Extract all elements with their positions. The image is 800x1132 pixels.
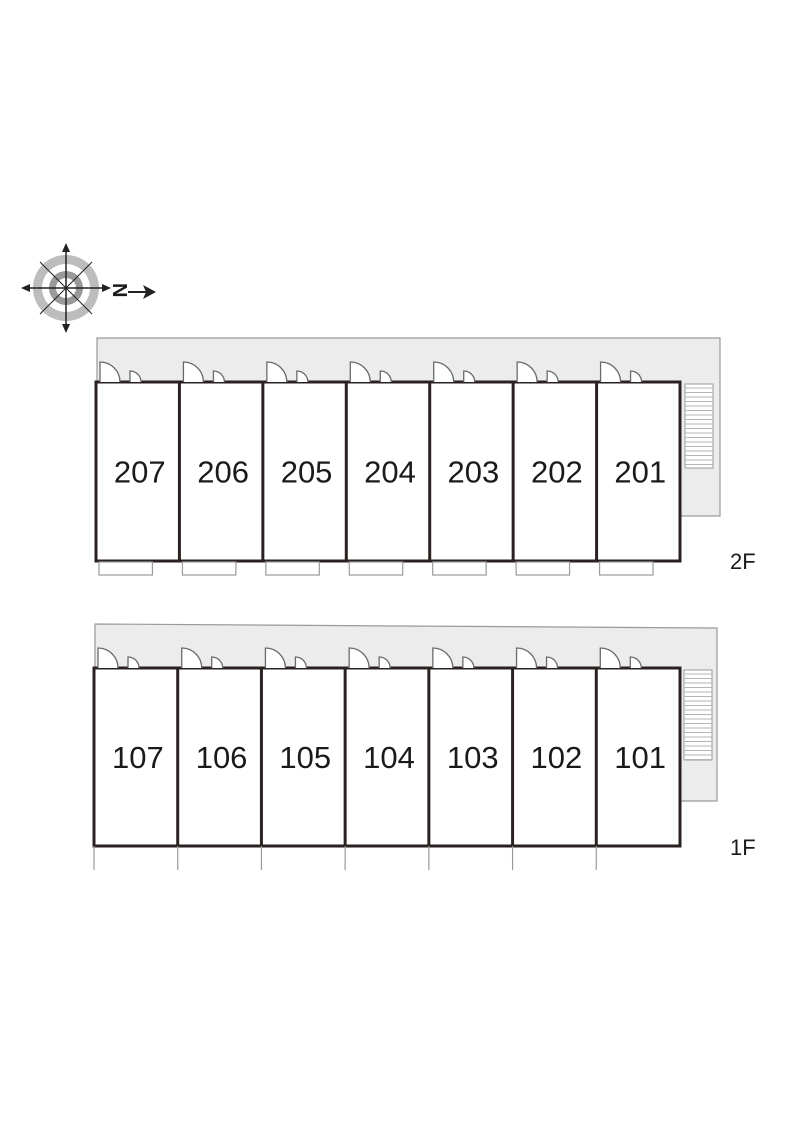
- unit-106: 106: [176, 647, 248, 870]
- unit-label: 202: [531, 455, 583, 490]
- door-203: [433, 361, 455, 383]
- door-105: [264, 647, 287, 669]
- stairs-2f: [684, 383, 714, 469]
- unit-label: 101: [614, 740, 666, 775]
- unit-104: 104: [343, 647, 415, 870]
- door-204: [349, 361, 371, 383]
- unit-label: 105: [279, 740, 331, 775]
- unit-label: 207: [114, 455, 166, 490]
- door-102: [515, 647, 538, 669]
- unit-label: 203: [448, 455, 500, 490]
- unit-label: 206: [197, 455, 249, 490]
- door-104: [348, 647, 370, 669]
- unit-label: 204: [364, 455, 416, 490]
- unit-205: 205: [261, 361, 333, 576]
- unit-206: 206: [177, 361, 249, 576]
- unit-label: 107: [112, 740, 164, 775]
- unit-102: 102: [511, 647, 583, 870]
- unit-label: 102: [531, 740, 583, 775]
- door-205: [266, 361, 288, 383]
- door-202: [516, 361, 538, 383]
- door-101: [599, 647, 621, 669]
- door-107: [97, 647, 119, 669]
- compass-icon: N: [21, 243, 156, 333]
- door-207: [99, 361, 121, 383]
- unit-label: 205: [281, 455, 333, 490]
- floor-label-2f: 2F: [730, 549, 756, 574]
- unit-103: 103: [427, 647, 499, 870]
- unit-101: 101: [594, 647, 666, 870]
- unit-label: 106: [196, 740, 248, 775]
- door-103: [432, 647, 454, 669]
- unit-label: 104: [363, 740, 415, 775]
- door-206: [182, 361, 205, 383]
- unit-201: 201: [595, 361, 666, 576]
- unit-204: 204: [344, 361, 416, 576]
- unit-label: 201: [614, 455, 666, 490]
- floor-1-plan: 107 106 105 104 103 102 101 1F: [92, 623, 756, 870]
- unit-203: 203: [428, 361, 500, 576]
- unit-202: 202: [511, 361, 583, 576]
- compass-north-letter: N: [108, 283, 130, 297]
- unit-107: 107: [93, 647, 164, 870]
- door-106: [181, 647, 203, 669]
- unit-207: 207: [98, 361, 166, 576]
- door-201: [599, 361, 622, 383]
- unit-label: 103: [447, 740, 499, 775]
- floor-2-plan: 207 206 205 204 203 202 201 2F: [94, 337, 756, 576]
- floor-label-1f: 1F: [730, 835, 756, 860]
- unit-105: 105: [259, 647, 331, 870]
- north-arrow-icon: [143, 285, 156, 299]
